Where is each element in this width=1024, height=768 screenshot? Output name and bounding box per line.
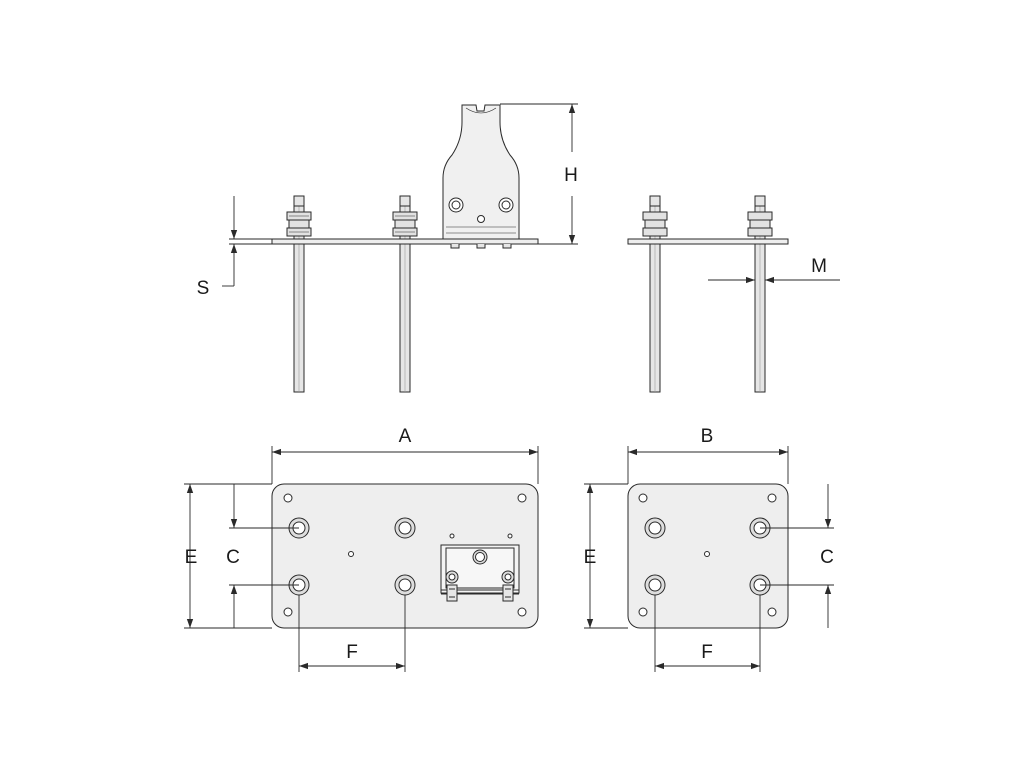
label-c-left: C [226, 547, 240, 568]
dimension-h [500, 103, 578, 245]
plan-view-b [627, 483, 789, 629]
dimension-labels: H S M A B E C F E C F [185, 165, 834, 663]
anchor-rod-mid [392, 195, 418, 393]
label-s: S [197, 278, 210, 299]
dimension-b [627, 446, 789, 484]
label-h: H [564, 165, 578, 186]
dimension-e-left [184, 483, 272, 629]
label-f-right: F [701, 642, 713, 663]
dimension-s [222, 196, 272, 287]
base-plate-edge-front [271, 238, 539, 245]
bolt-a2 [394, 517, 416, 539]
label-b: B [701, 426, 714, 447]
label-e-left: E [185, 547, 198, 568]
dimension-e-right [584, 483, 628, 629]
bolt-a4 [394, 574, 416, 596]
bracket-footprint [440, 533, 520, 602]
bracket-hole-small [477, 215, 485, 223]
bolt-b1 [644, 517, 666, 539]
dimension-f-right [654, 595, 761, 672]
label-a: A [399, 426, 412, 447]
side-rod-left [642, 195, 668, 393]
label-f-left: F [346, 642, 358, 663]
dimension-a [271, 446, 539, 484]
label-m: M [811, 256, 827, 277]
side-rod-right [747, 195, 773, 393]
label-e-right: E [584, 547, 597, 568]
side-view [627, 195, 789, 393]
dimension-lines [184, 103, 840, 672]
bolt-b3 [644, 574, 666, 596]
front-view [271, 104, 539, 393]
label-c-right: C [820, 547, 834, 568]
anchor-rod-left [286, 195, 312, 393]
dimension-f-left [298, 595, 406, 672]
bolt-a1 [288, 517, 310, 539]
plan-view-a [271, 483, 539, 629]
base-plate-edge-side [627, 238, 789, 245]
dimension-c-right [760, 484, 834, 628]
dimension-c-left [229, 484, 299, 628]
